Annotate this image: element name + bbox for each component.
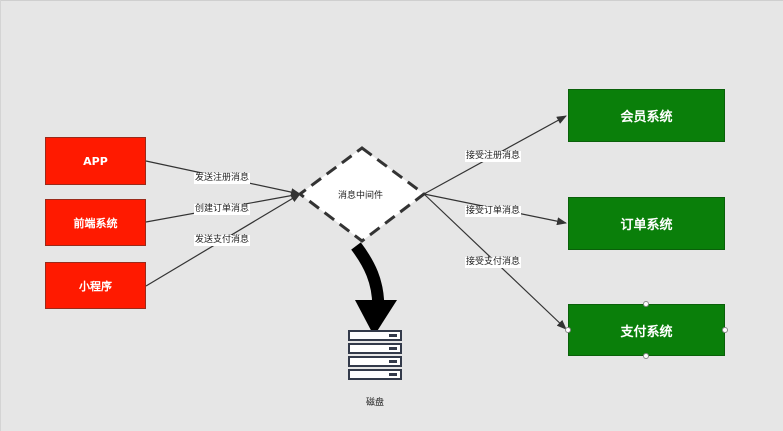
node-member-system[interactable]: 会员系统 xyxy=(568,89,725,142)
edge-label-create-order: 创建订单消息 xyxy=(194,204,251,215)
node-order-system-label: 订单系统 xyxy=(620,218,673,233)
disk-label: 磁盘 xyxy=(366,398,385,408)
node-app[interactable]: APP xyxy=(45,137,146,185)
node-frontend[interactable]: 前端系统 xyxy=(45,199,146,246)
node-miniprogram-label: 小程序 xyxy=(79,279,112,293)
resize-handle-left[interactable] xyxy=(565,327,571,333)
persist-arrow-head xyxy=(355,300,397,336)
resize-handle-top[interactable] xyxy=(643,301,649,307)
node-member-system-label: 会员系统 xyxy=(620,110,673,125)
edge-label-send-register: 发送注册消息 xyxy=(194,173,251,184)
middleware-label: 消息中间件 xyxy=(338,191,384,201)
node-frontend-label: 前端系统 xyxy=(73,216,118,230)
left-border xyxy=(0,0,1,431)
edge-label-receive-order: 接受订单消息 xyxy=(465,206,522,217)
node-payment-system[interactable]: 支付系统 xyxy=(568,304,725,356)
edge-label-receive-register: 接受注册消息 xyxy=(465,151,522,162)
resize-handle-right[interactable] xyxy=(722,327,728,333)
node-payment-system-label: 支付系统 xyxy=(620,324,673,340)
resize-handle-bottom[interactable] xyxy=(643,353,649,359)
node-order-system[interactable]: 订单系统 xyxy=(568,197,725,250)
node-miniprogram[interactable]: 小程序 xyxy=(45,262,146,309)
edge-label-send-payment: 发送支付消息 xyxy=(194,235,251,246)
middleware-diamond[interactable] xyxy=(297,146,427,243)
top-border xyxy=(0,0,783,1)
edge-label-receive-payment: 接受支付消息 xyxy=(465,257,522,268)
node-app-label: APP xyxy=(83,154,108,168)
disk-icon xyxy=(348,330,402,380)
